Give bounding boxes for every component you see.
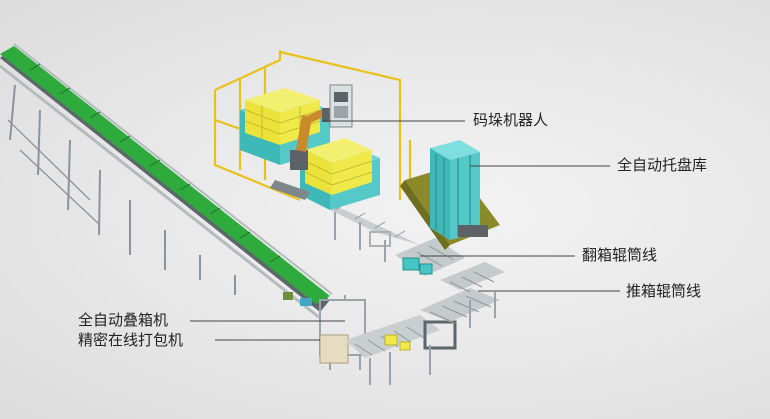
- leader-lines: [190, 120, 620, 341]
- palletizing-robot-cell: [213, 50, 412, 210]
- flip-roller-line: [395, 238, 465, 276]
- label-auto-pallet-storage: 全自动托盘库: [617, 156, 708, 174]
- feed-roller-line: [300, 195, 420, 262]
- stacking-strapping-area: [319, 295, 457, 385]
- label-auto-stacking-machine: 全自动叠箱机: [78, 311, 169, 329]
- robot-arm: [290, 108, 330, 170]
- auto-pallet-storage: [400, 140, 500, 250]
- label-flip-roller-line: 翻箱辊筒线: [582, 246, 658, 264]
- push-roller-line: [420, 262, 505, 328]
- label-palletizing-robot: 码垛机器人: [473, 111, 549, 129]
- label-push-roller-line: 推箱辊筒线: [626, 282, 702, 300]
- label-precision-strapping-machine: 精密在线打包机: [78, 331, 184, 349]
- incline-belt-conveyor: [0, 43, 333, 320]
